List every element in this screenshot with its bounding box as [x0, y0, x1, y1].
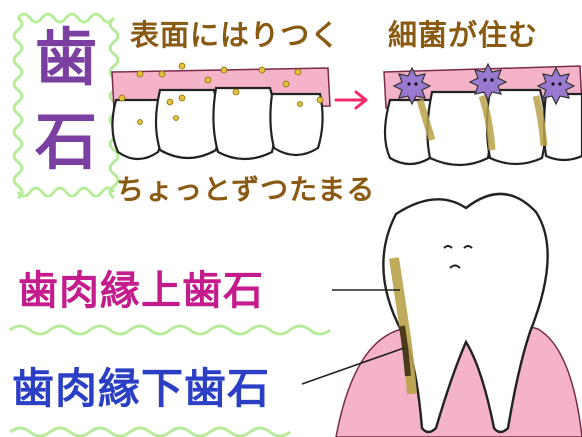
- bacteria-icon: [536, 66, 576, 106]
- leader-line-sub: [301, 347, 405, 385]
- caption-adheres: 表面にはりつく: [130, 18, 341, 52]
- page-title: 歯石: [34, 21, 97, 178]
- bacteria-icon: [392, 66, 432, 106]
- label-supragingival-calculus: 歯肉縁上歯石: [18, 268, 264, 314]
- arrow-right-icon: [334, 90, 368, 110]
- squiggle-line-2: [9, 426, 291, 437]
- squiggle-frame-left: [12, 12, 120, 200]
- caption-accumulates: ちょっとずつたまる: [116, 173, 376, 206]
- teeth-bacteria-illustration: [383, 62, 582, 167]
- squiggle-line-1: [9, 324, 331, 336]
- tooth-icon: [335, 192, 582, 437]
- label-subgingival-calculus: 歯肉縁下歯石: [12, 364, 271, 413]
- bacteria-icon: [468, 62, 508, 102]
- caption-bacteria-live: 細菌が住む: [388, 18, 539, 52]
- teeth-plaque-illustration: [111, 62, 331, 161]
